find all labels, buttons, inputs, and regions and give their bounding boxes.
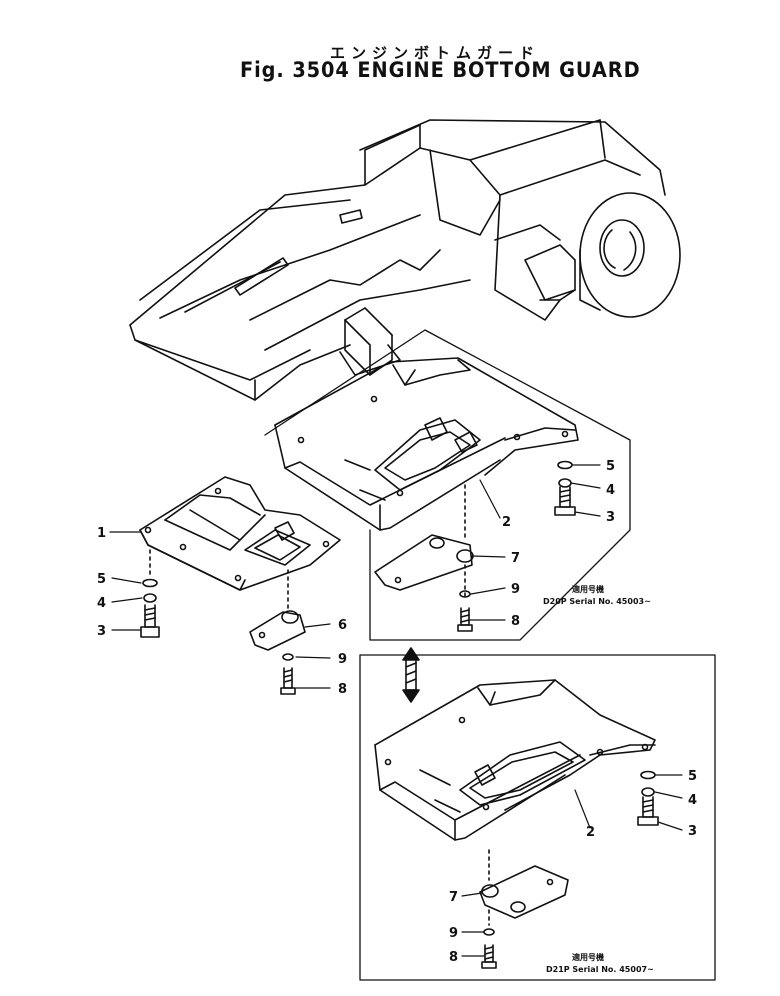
- callout-8-lower: 8: [449, 950, 458, 965]
- engine-frame-drawing: [129, 119, 681, 401]
- callout-3-lower: 3: [688, 824, 697, 839]
- callout-3-upper: 3: [606, 510, 615, 525]
- callout-7-lower: 7: [449, 890, 458, 905]
- cover-plate-upper-drawing: [374, 484, 474, 632]
- callout-3-left: 3: [97, 624, 106, 639]
- upper-serial-note: D20P Serial No. 45003~: [543, 597, 651, 606]
- callout-numbers: 1 5 4 3 6 9 8 2 7 9 8 5 4 3 2 5 4 3 7 9 …: [97, 459, 697, 965]
- callout-9-lower: 9: [449, 926, 458, 941]
- serial-notes: 適用号機 D20P Serial No. 45003~ 適用号機 D21P Se…: [543, 584, 654, 974]
- title-japanese: エンジンボトムガード: [330, 44, 541, 62]
- callout-6: 6: [338, 618, 347, 633]
- lower-serial-note: D21P Serial No. 45007~: [546, 965, 654, 974]
- callout-8-left: 8: [338, 682, 347, 697]
- callout-1: 1: [97, 526, 106, 541]
- cover-plate-6-drawing: [249, 569, 306, 695]
- callout-9-left: 9: [338, 652, 347, 667]
- swap-arrow-drawing: [402, 647, 420, 703]
- callout-4-left: 4: [97, 596, 106, 611]
- lower-applicability-heading: 適用号機: [572, 952, 604, 962]
- callout-8-upper: 8: [511, 614, 520, 629]
- callout-5-left: 5: [97, 572, 106, 587]
- guard-1-drawing: [139, 476, 341, 638]
- guard-2-upper-drawing: [264, 329, 631, 641]
- callout-2-upper: 2: [502, 515, 511, 530]
- callout-4-lower: 4: [688, 793, 697, 808]
- callout-9-upper: 9: [511, 582, 520, 597]
- leader-lines: [109, 464, 683, 957]
- callout-7-upper: 7: [511, 551, 520, 566]
- upper-applicability-heading: 適用号機: [572, 584, 604, 594]
- callout-5-lower: 5: [688, 769, 697, 784]
- hardware-upper-right-drawing: [554, 460, 576, 516]
- callout-2-lower: 2: [586, 825, 595, 840]
- callout-5-upper: 5: [606, 459, 615, 474]
- guard-2-lower-drawing: [359, 654, 716, 981]
- callout-4-upper: 4: [606, 483, 615, 498]
